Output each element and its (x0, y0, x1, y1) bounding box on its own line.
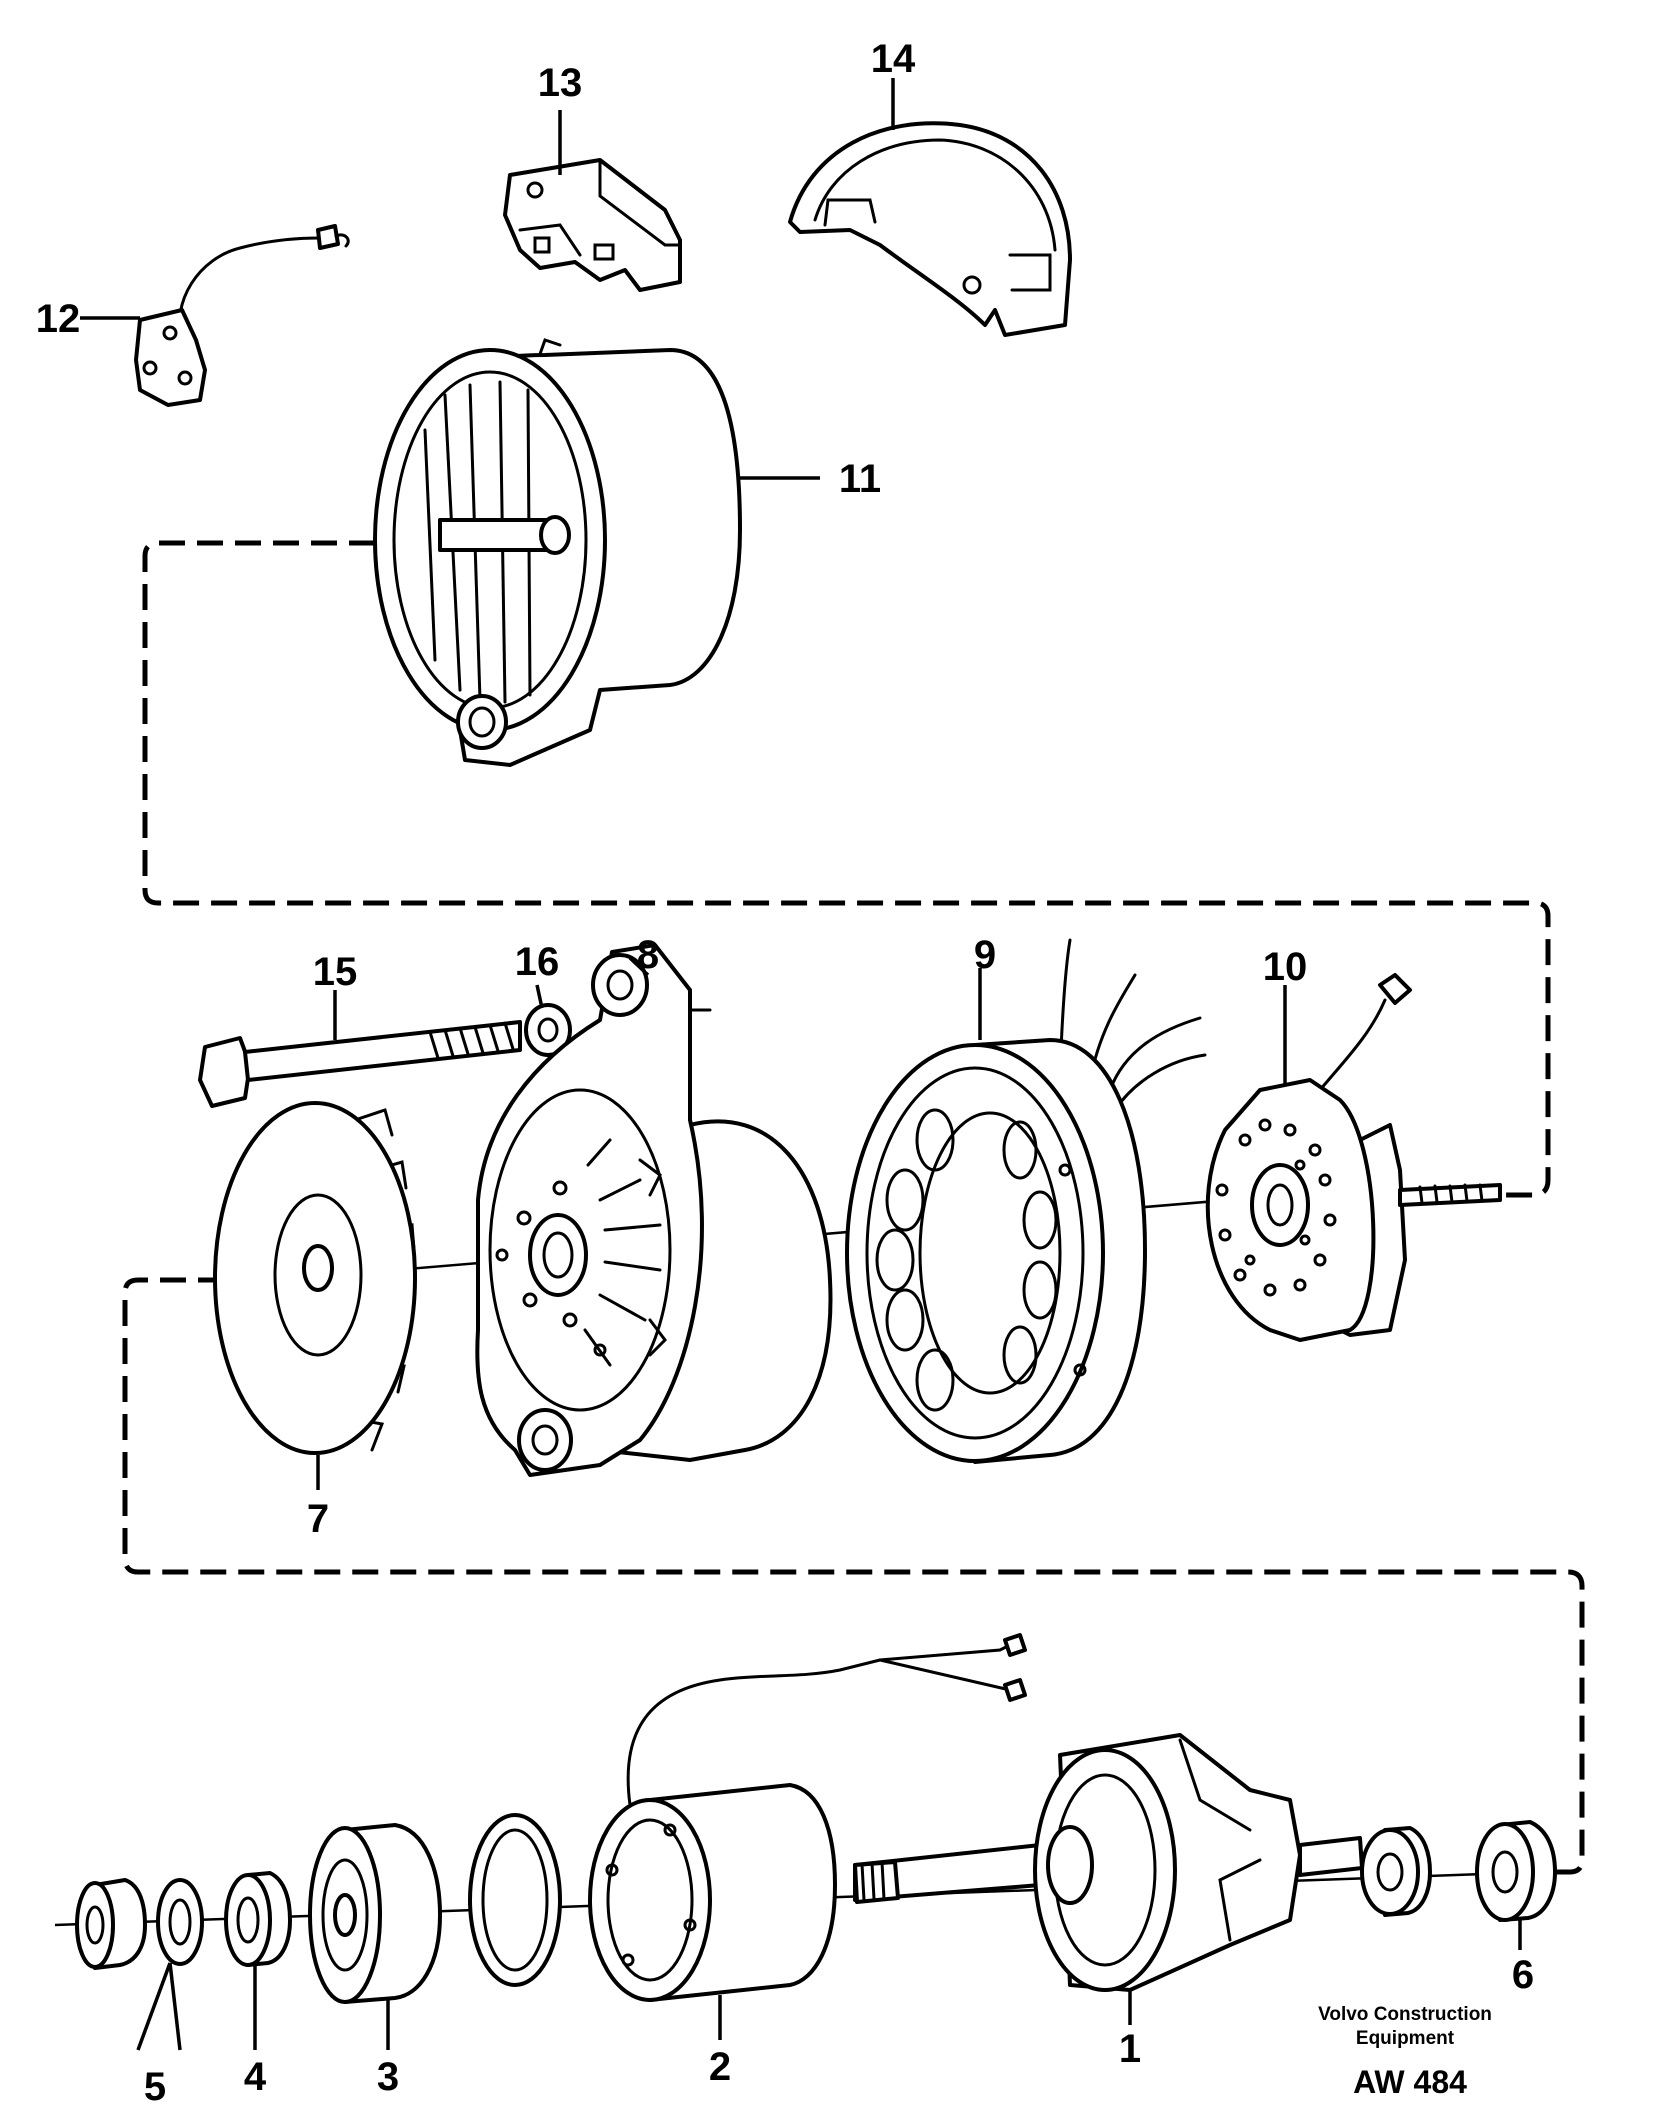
callout-1: 1 (1119, 2027, 1141, 2071)
callout-14: 14 (871, 37, 916, 81)
part-2-slip-ring-bracket (588, 1633, 1027, 2002)
part-4-seal-ring (224, 1871, 292, 1967)
callout-8: 8 (637, 933, 659, 977)
credit-division: Equipment (1355, 2028, 1455, 2049)
callout-numbers: 1 2 3 4 5 6 7 8 9 10 11 12 13 14 15 16 (36, 37, 1534, 2109)
part-14-cover-shell (788, 121, 1072, 337)
part-1-rotor (853, 1733, 1364, 1992)
callout-2: 2 (709, 2045, 731, 2089)
drawing-code: AW 484 (1353, 2064, 1467, 2100)
part-6-bearing (1360, 1820, 1557, 1922)
part-8-drive-end-bracket (475, 943, 833, 1477)
part-5-spacer-washer (75, 1878, 204, 1970)
part-13-brush-holder (503, 158, 682, 292)
callout-13: 13 (538, 61, 583, 105)
callout-11: 11 (839, 457, 881, 501)
part-15-bolt (198, 1020, 522, 1108)
credit-company: Volvo Construction (1318, 2004, 1492, 2025)
callout-7: 7 (307, 1497, 329, 1541)
part-10-rectifier (1205, 973, 1502, 1342)
leader-lines (80, 78, 1522, 2051)
part-ring-seal (468, 1813, 562, 1987)
part-3-ball-bearing (308, 1823, 442, 2004)
part-9-stator (845, 938, 1207, 1464)
callout-4: 4 (244, 2055, 267, 2099)
assembly-path-upper (142, 540, 1551, 1198)
callout-9: 9 (974, 933, 996, 977)
part-11-rear-housing (373, 338, 742, 767)
callout-16: 16 (515, 940, 560, 984)
part-16-washer (524, 1003, 572, 1057)
callout-3: 3 (377, 2055, 399, 2099)
part-7-pulley-fan (213, 1101, 417, 1455)
part-12-terminal-cable (134, 224, 350, 407)
callout-12: 12 (36, 297, 81, 341)
callout-6: 6 (1512, 1953, 1534, 1997)
assembly-path-lower (122, 1277, 1585, 1875)
callout-5: 5 (144, 2065, 166, 2109)
callout-15: 15 (313, 950, 358, 994)
callout-10: 10 (1263, 945, 1308, 989)
